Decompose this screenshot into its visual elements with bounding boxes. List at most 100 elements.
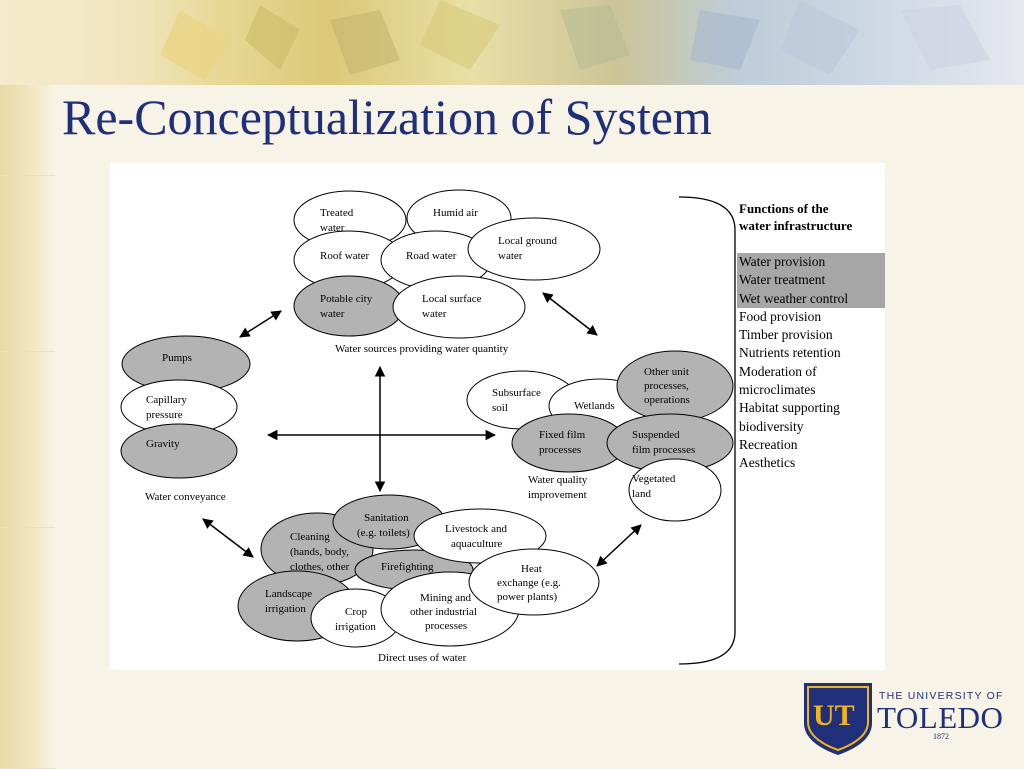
- function-item: Timber provision: [739, 327, 833, 343]
- node-text: processes: [425, 620, 467, 632]
- function-item: Water treatment: [737, 271, 885, 290]
- node-text: irrigation: [265, 603, 306, 615]
- diagonal-arrow-bottom-left: [202, 518, 254, 558]
- node-gravity: Gravity: [120, 423, 238, 479]
- node-local-ground-water: Local ground water: [467, 217, 601, 281]
- node-text: Livestock and: [445, 523, 508, 535]
- node-text: Humid air: [433, 207, 478, 219]
- node-text: film processes: [632, 444, 695, 456]
- node-suspended-film-processes: Suspended film processes: [606, 413, 734, 473]
- logo-year: 1872: [933, 732, 949, 741]
- node-text: Firefighting: [381, 561, 434, 573]
- node-potable-city-water: Potable city water: [293, 275, 405, 337]
- node-text: pressure: [146, 409, 183, 421]
- label-water-quality: Water quality improvement: [528, 474, 588, 501]
- node-subsurface-soil: Subsurface soil: [466, 370, 578, 430]
- node-text: Local ground: [498, 235, 557, 247]
- svg-text:Sanitation(e.g. toilets): Sanitation (e.g. toilets): [357, 512, 410, 539]
- node-text: Roof water: [320, 250, 370, 262]
- node-text: Suspended: [632, 429, 680, 441]
- node-text: processes,: [644, 380, 689, 392]
- node-text: (hands, body,: [290, 546, 349, 558]
- strip-tile: [0, 528, 55, 769]
- node-text: operations: [644, 394, 690, 406]
- bracket: [678, 196, 736, 665]
- function-item: Food provision: [739, 308, 822, 324]
- node-capillary-pressure: Capillary pressure: [120, 379, 238, 435]
- node-text: water: [498, 250, 523, 262]
- function-item: Water provision: [737, 253, 885, 272]
- svg-text:Cleaning(hands, body,clothes,: Cleaning (hands, body, clothes, other: [290, 531, 350, 573]
- function-item: Wet weather control: [737, 289, 885, 308]
- university-logo: UT: [804, 683, 872, 755]
- node-text: Cleaning: [290, 531, 330, 543]
- label-water-sources: Water sources providing water quantity: [335, 343, 509, 355]
- node-text: exchange (e.g.: [497, 577, 561, 589]
- shield-icon: [804, 683, 872, 755]
- node-text: water: [320, 308, 345, 320]
- label-line: Water quality: [528, 474, 588, 486]
- node-text: clothes, other: [290, 561, 350, 573]
- label-line: improvement: [528, 489, 587, 501]
- node-text: Wetlands: [574, 400, 615, 412]
- node-text: Crop: [345, 606, 368, 618]
- strip-tile: [0, 176, 55, 352]
- function-item: microclimates: [739, 382, 816, 398]
- node-text: Sanitation: [364, 512, 409, 524]
- function-item: Habitat supporting: [739, 400, 840, 416]
- strip-tile: [0, 0, 55, 176]
- node-text: water: [422, 308, 447, 320]
- function-item: biodiversity: [739, 418, 804, 434]
- function-item: Aesthetics: [739, 455, 796, 471]
- node-text: (e.g. toilets): [357, 527, 410, 539]
- node-crop-irrigation: Crop irrigation: [310, 588, 402, 648]
- node-text: other industrial: [410, 606, 477, 618]
- node-text: Landscape: [265, 588, 312, 600]
- node-text: power plants): [497, 591, 558, 603]
- node-text: irrigation: [335, 621, 376, 633]
- node-text: Capillary: [146, 394, 187, 406]
- node-text: Gravity: [146, 438, 180, 450]
- node-text: soil: [492, 402, 508, 414]
- node-text: Fixed film: [539, 429, 586, 441]
- node-fixed-film-processes: Fixed film processes: [511, 413, 627, 473]
- function-item: Recreation: [739, 436, 798, 452]
- functions-header-line: Functions of the: [739, 201, 829, 216]
- diagonal-arrow-bottom-right: [596, 524, 642, 567]
- label-direct-uses: Direct uses of water: [378, 652, 467, 664]
- functions-header-line: water infrastructure: [739, 218, 853, 233]
- node-text: processes: [539, 444, 581, 456]
- logo-line2: TOLEDO: [877, 700, 1004, 735]
- top-decorative-band: [0, 0, 1024, 85]
- strip-tile: [0, 352, 55, 528]
- logo-line1: THE UNIVERSITY OF: [879, 690, 1004, 702]
- node-text: Vegetated: [632, 473, 676, 485]
- function-item: Nutrients retention: [739, 345, 841, 361]
- diagonal-arrow-top-right: [542, 292, 598, 336]
- node-text: Potable city: [320, 293, 373, 305]
- node-roof-water: Roof water: [293, 230, 405, 290]
- node-text: Mining and: [420, 592, 472, 604]
- logo-monogram: UT: [813, 699, 855, 732]
- node-text: Subsurface: [492, 387, 541, 399]
